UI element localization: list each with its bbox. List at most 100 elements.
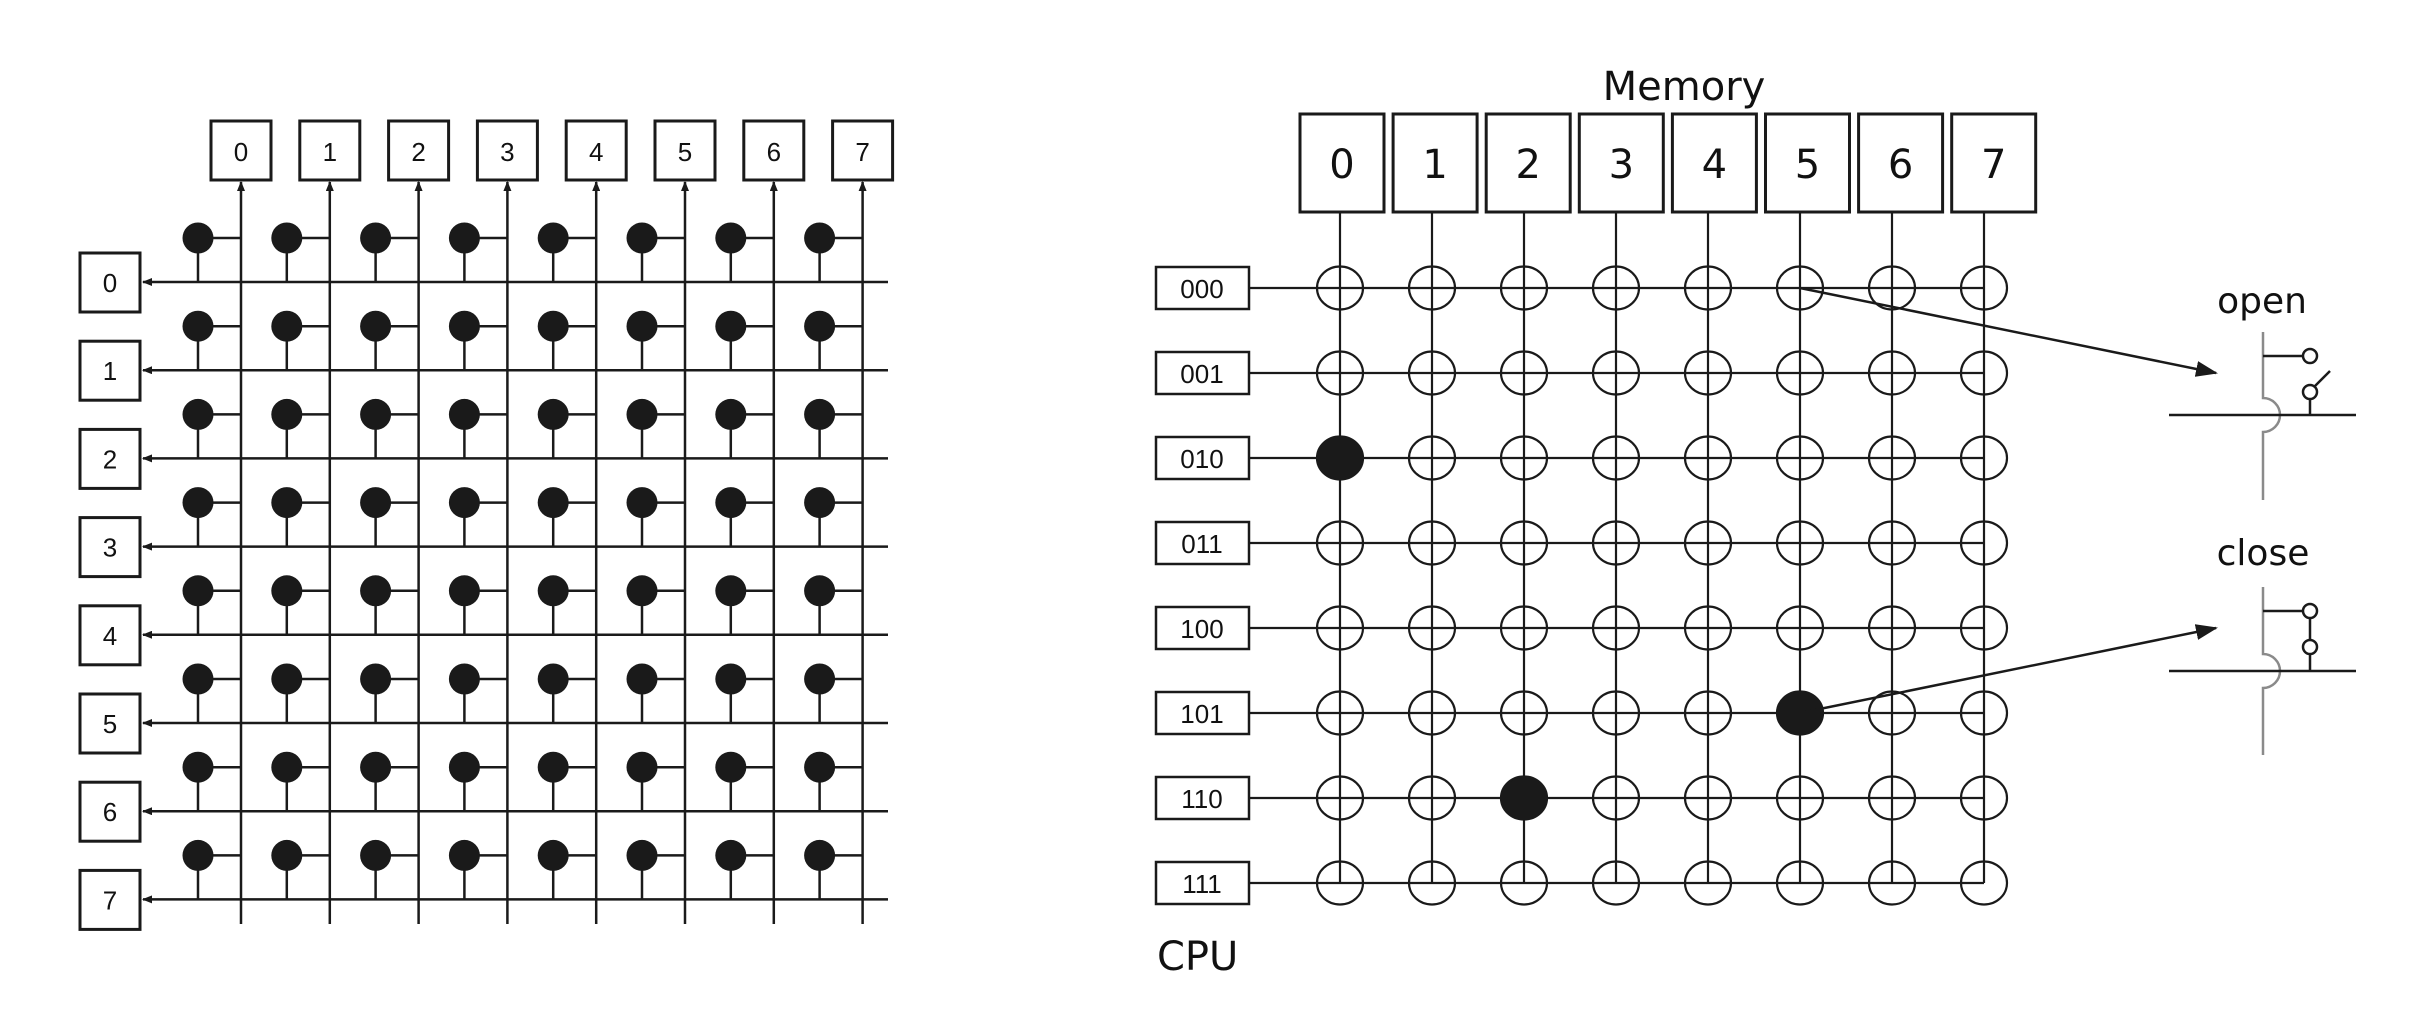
crosspoint-open [1867,690,1917,736]
output-box-label: 3 [500,137,514,167]
crosspoint-open [1683,265,1733,311]
crosspoint-open [1867,435,1917,481]
right-crosspoints [1315,265,2009,906]
crosspoint-dot [715,663,747,695]
crosspoint-open [1315,860,1365,906]
crosspoint [271,487,330,547]
memory-box-label: 3 [1609,142,1634,188]
crosspoint-dot [804,575,836,607]
crosspoint-dot [360,222,392,254]
input-box-label: 6 [103,797,117,827]
input-box: 4 [78,604,142,667]
crosspoint-open [1959,605,2009,651]
cpu-box-frame [1154,690,1251,736]
cpu-box: 011 [1154,520,1251,566]
output-box-frame [475,119,539,182]
crosspoint-open [1591,265,1641,311]
crosspoint [448,398,508,459]
output-box-label: 0 [234,137,248,167]
output-box-frame [831,119,895,182]
memory-box-label: 7 [1981,142,2006,188]
crosspoint-dot [626,310,658,342]
crosspoint-dot [182,310,214,342]
crosspoint-open [1683,605,1733,651]
crosspoint-open [1499,690,1549,736]
crosspoint-open [1959,350,2009,396]
crosspoint-dot [804,310,836,342]
crosspoint-dot [360,398,392,430]
crosspoint-open [1315,690,1365,736]
crosspoint-open [1683,860,1733,906]
crosspoint [804,575,863,635]
cpu-box-frame [1154,435,1251,481]
crosspoint [804,839,863,900]
memory-box-frame [1577,112,1665,214]
cpu-box: 100 [1154,605,1251,651]
crosspoint [271,663,330,723]
memory-box: 0 [1298,112,1386,214]
memory-box: 3 [1577,112,1665,214]
crosspoint-open [1775,775,1825,821]
crosspoint-dot [804,663,836,695]
cpu-box: 110 [1154,775,1251,821]
input-box: 6 [78,780,142,843]
memory-box-label: 0 [1329,142,1354,188]
memory-box-label: 4 [1702,142,1727,188]
output-box-label: 2 [411,137,425,167]
callout-close-label: close [2217,533,2310,574]
crosspoint-dot [182,398,214,430]
crosspoint-open [1775,350,1825,396]
crosspoint-open [1775,435,1825,481]
crosspoint-open [1591,775,1641,821]
output-box: 0 [209,119,273,182]
crosspoint-open [1407,350,1457,396]
crosspoint [715,398,774,459]
crosspoint-dot [804,487,836,519]
crosspoint [715,839,774,900]
input-box: 2 [78,427,142,490]
crosspoint [448,663,508,723]
crosspoint-dot [182,575,214,607]
crosspoint [804,663,863,723]
crosspoint [448,575,508,635]
cpu-box-frame [1154,265,1251,311]
output-box: 7 [831,119,895,182]
crosspoint-open [1407,860,1457,906]
crosspoint-open [1683,520,1733,566]
callout-close-arrow [1799,624,2218,715]
crosspoint [715,663,774,723]
crosspoint-dot [448,398,480,430]
crosspoint-dot [804,751,836,783]
crosspoint-closed [1499,775,1549,821]
crosspoint-open [1407,775,1457,821]
input-box: 0 [78,251,142,314]
crosspoint-dot [715,575,747,607]
crosspoint-open [1499,860,1549,906]
crosspoint [271,575,330,635]
memory-box-frame [1484,112,1572,214]
crosspoint [448,310,508,371]
crosspoint-open [1315,520,1365,566]
memory-box: 4 [1670,112,1758,214]
output-box-frame [387,119,451,182]
crosspoint-open [1959,520,2009,566]
crosspoint-open [1775,860,1825,906]
crosspoint [182,751,241,812]
memory-box-frame [1298,112,1386,214]
crosspoint-open [1775,605,1825,651]
crosspoint-open [1959,860,2009,906]
crosspoint-dot [271,487,303,519]
crosspoint-dot [626,839,658,871]
crosspoint-open [1315,265,1365,311]
crosspoint-dot [537,839,569,871]
memory-box-frame [1391,112,1479,214]
crosspoint [271,839,330,900]
crosspoint [537,751,597,812]
crosspoint-dot [360,839,392,871]
crosspoint [626,222,685,282]
